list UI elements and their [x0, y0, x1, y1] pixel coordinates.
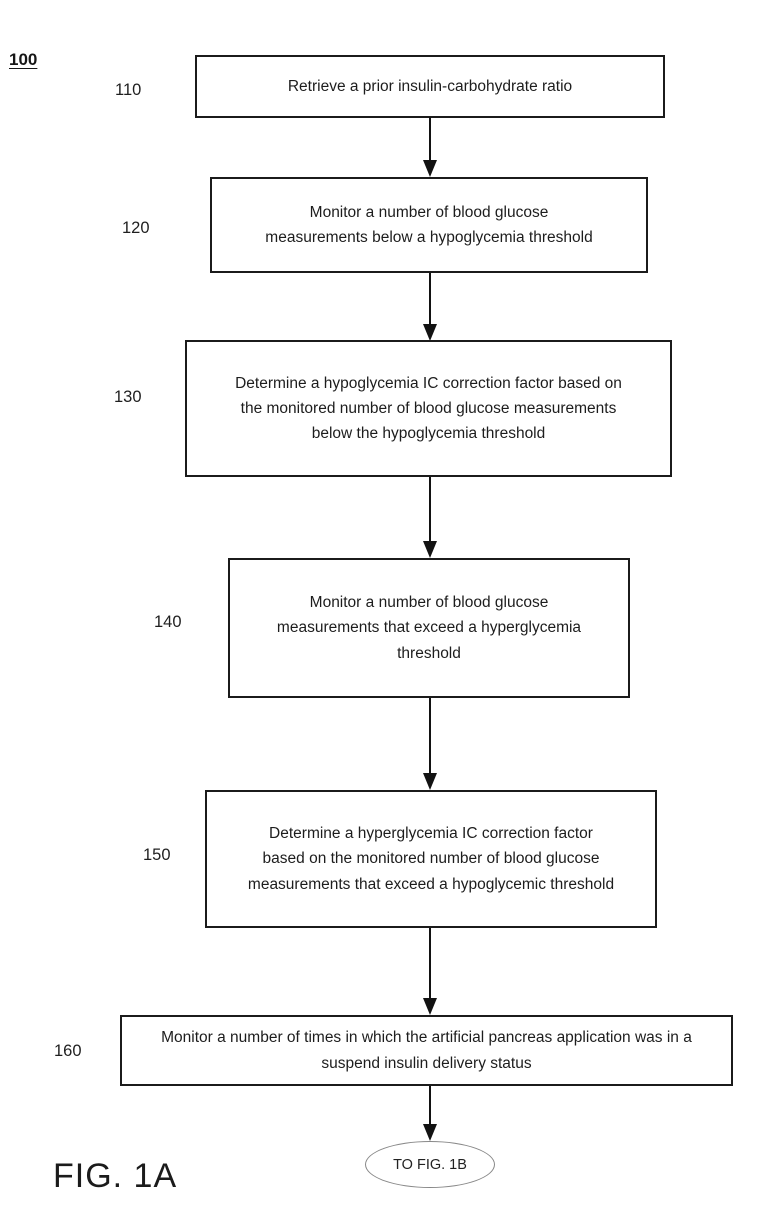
step-text: Determine a hyperglycemia IC correction … [247, 825, 615, 893]
flow-arrow-head-icon [423, 324, 437, 341]
figure-caption: FIG. 1A [53, 1157, 178, 1195]
offpage-connector-label: TO FIG. 1B [393, 1156, 467, 1173]
step-ref-140: 140 [154, 613, 182, 631]
step-box-160: Monitor a number of times in which the a… [120, 1015, 733, 1086]
step-box-150: Determine a hyperglycemia IC correction … [205, 790, 657, 928]
step-box-110: Retrieve a prior insulin-carbohydrate ra… [195, 55, 665, 118]
flow-arrow-head-icon [423, 1124, 437, 1141]
step-ref-130: 130 [114, 388, 142, 406]
step-box-120: Monitor a number of blood glucose measur… [210, 177, 648, 273]
step-ref-120: 120 [122, 219, 150, 237]
step-text: Determine a hypoglycemia IC correction f… [235, 374, 622, 443]
step-text: Monitor a number of blood glucose measur… [276, 594, 582, 662]
flow-arrow-line [429, 698, 431, 774]
step-ref-160: 160 [54, 1042, 82, 1060]
flow-arrow-head-icon [423, 773, 437, 790]
step-ref-110: 110 [115, 81, 142, 99]
step-text: Monitor a number of times in which the a… [161, 1029, 692, 1072]
flow-arrow-line [429, 1086, 431, 1125]
flow-arrow-line [429, 273, 431, 325]
step-ref-150: 150 [143, 846, 171, 864]
flow-arrow-line [429, 117, 431, 161]
step-text: Monitor a number of blood glucose measur… [265, 203, 593, 246]
flow-arrow-head-icon [423, 541, 437, 558]
flow-arrow-head-icon [423, 998, 437, 1015]
step-box-140: Monitor a number of blood glucose measur… [228, 558, 630, 698]
step-box-130: Determine a hypoglycemia IC correction f… [185, 340, 672, 477]
step-text: Retrieve a prior insulin-carbohydrate ra… [287, 77, 573, 95]
diagram-number: 100 [9, 50, 38, 69]
flow-arrow-line [429, 928, 431, 999]
offpage-connector: TO FIG. 1B [365, 1141, 495, 1188]
flow-arrow-head-icon [423, 160, 437, 177]
flow-arrow-line [429, 477, 431, 542]
